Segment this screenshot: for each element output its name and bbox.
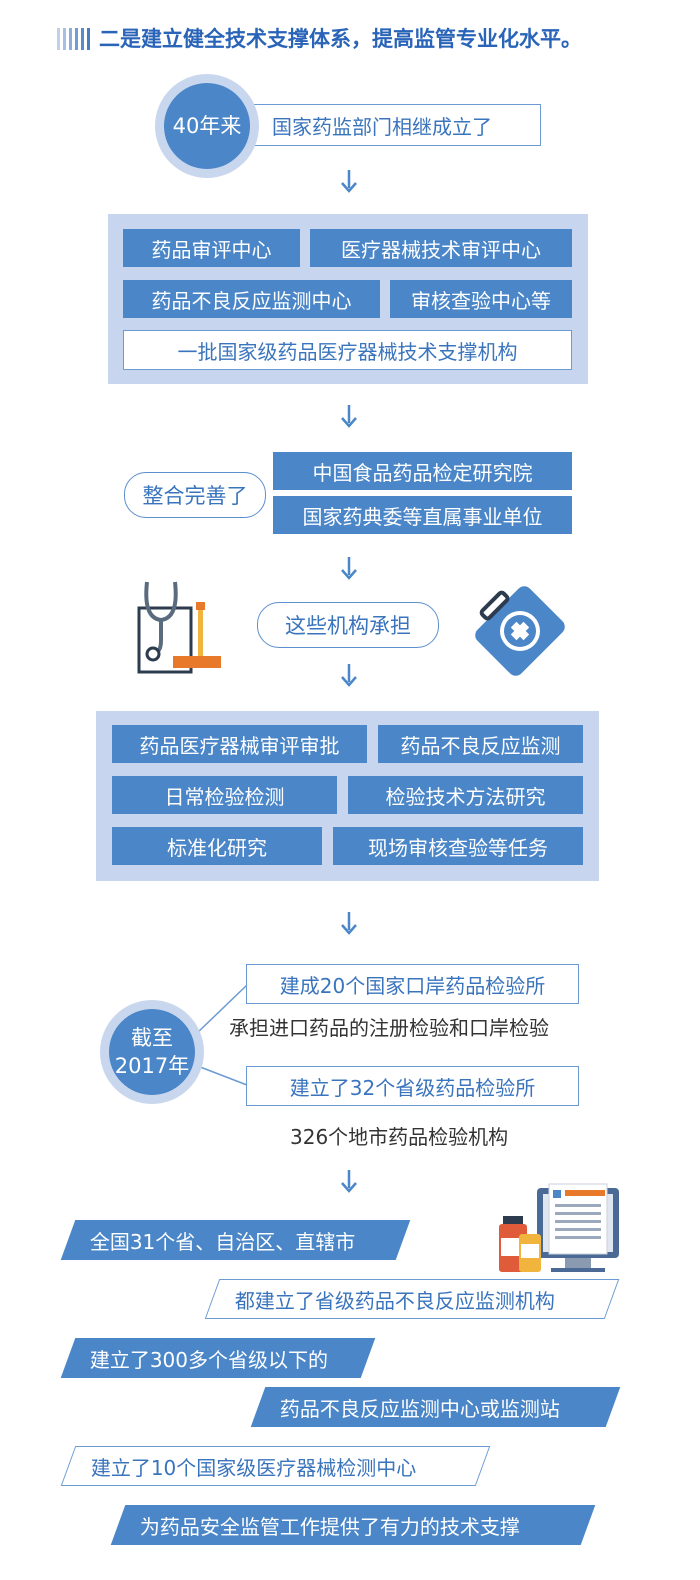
header: 二是建立健全技术支撑体系，提高监管专业化水平。: [57, 24, 677, 54]
deadline-circle-line1: 截至: [131, 1026, 173, 1050]
deadline-circle-line2: 2017年: [114, 1054, 190, 1078]
stat-row-text: 药品不良反应监测中心或监测站: [280, 1396, 560, 1421]
task-item: 现场审核查验等任务: [333, 827, 583, 865]
stat-row-text: 都建立了省级药品不良反应监测机构: [235, 1288, 555, 1313]
connector-lines: [194, 984, 248, 1086]
task-item: 标准化研究: [112, 827, 322, 865]
stat-row: 建立了10个国家级医疗器械检测中心: [60, 1446, 491, 1486]
stat-row-text: 建立了300多个省级以下的: [90, 1347, 329, 1372]
undertake-pill: 这些机构承担: [257, 602, 439, 648]
down-arrow-icon: [341, 170, 357, 193]
stat-row-text: 建立了10个国家级医疗器械检测中心: [91, 1455, 417, 1480]
down-arrow-icon: [341, 557, 357, 580]
institution-summary: 一批国家级药品医疗器械技术支撑机构: [123, 330, 572, 370]
computer-medicine-icon: [499, 1183, 619, 1272]
down-arrow-icon: [341, 912, 357, 935]
deadline-box-1: 建成20个国家口岸药品检验所: [246, 964, 579, 1004]
stethoscope-icon: [137, 581, 221, 674]
deadline-circle-label: 截至 2017年: [109, 1009, 195, 1095]
integration-item: 国家药典委等直属事业单位: [273, 496, 572, 534]
integration-item: 中国食品药品检定研究院: [273, 452, 572, 490]
deadline-box-2: 建立了32个省级药品检验所: [246, 1066, 579, 1106]
page-title: 二是建立健全技术支撑体系，提高监管专业化水平。: [99, 27, 582, 51]
integration-pill: 整合完善了: [124, 472, 266, 518]
stat-row: 都建立了省级药品不良反应监测机构: [204, 1279, 620, 1319]
down-arrow-icon: [341, 1170, 357, 1193]
institution-item: 审核查验中心等: [390, 280, 572, 318]
task-item: 药品医疗器械审评审批: [112, 725, 367, 763]
stat-row: 建立了300多个省级以下的: [60, 1338, 376, 1378]
intro-text-box: 国家药监部门相继成立了: [225, 104, 541, 146]
task-item: 药品不良反应监测: [378, 725, 583, 763]
down-arrow-icon: [341, 664, 357, 687]
intro-text: 国家药监部门相继成立了: [272, 114, 492, 139]
stat-row-text: 为药品安全监管工作提供了有力的技术支撑: [140, 1514, 520, 1539]
deadline-text-1: 承担进口药品的注册检验和口岸检验: [229, 1016, 549, 1040]
striped-bars-icon: [57, 28, 90, 50]
stat-row: 药品不良反应监测中心或监测站: [250, 1387, 621, 1427]
task-item: 日常检验检测: [112, 776, 337, 814]
deadline-text-2: 326个地市药品检验机构: [290, 1125, 509, 1149]
stat-row: 为药品安全监管工作提供了有力的技术支撑: [110, 1505, 596, 1545]
institution-item: 医疗器械技术审评中心: [310, 229, 572, 267]
down-arrow-icon: [341, 405, 357, 428]
stat-row: 全国31个省、自治区、直辖市: [60, 1220, 411, 1260]
institution-item: 药品不良反应监测中心: [123, 280, 380, 318]
task-item: 检验技术方法研究: [348, 776, 583, 814]
stat-row-text: 全国31个省、自治区、直辖市: [90, 1229, 356, 1254]
institution-item: 药品审评中心: [123, 229, 300, 267]
medical-kit-icon: [475, 586, 565, 676]
intro-circle-label: 40年来: [164, 83, 250, 169]
